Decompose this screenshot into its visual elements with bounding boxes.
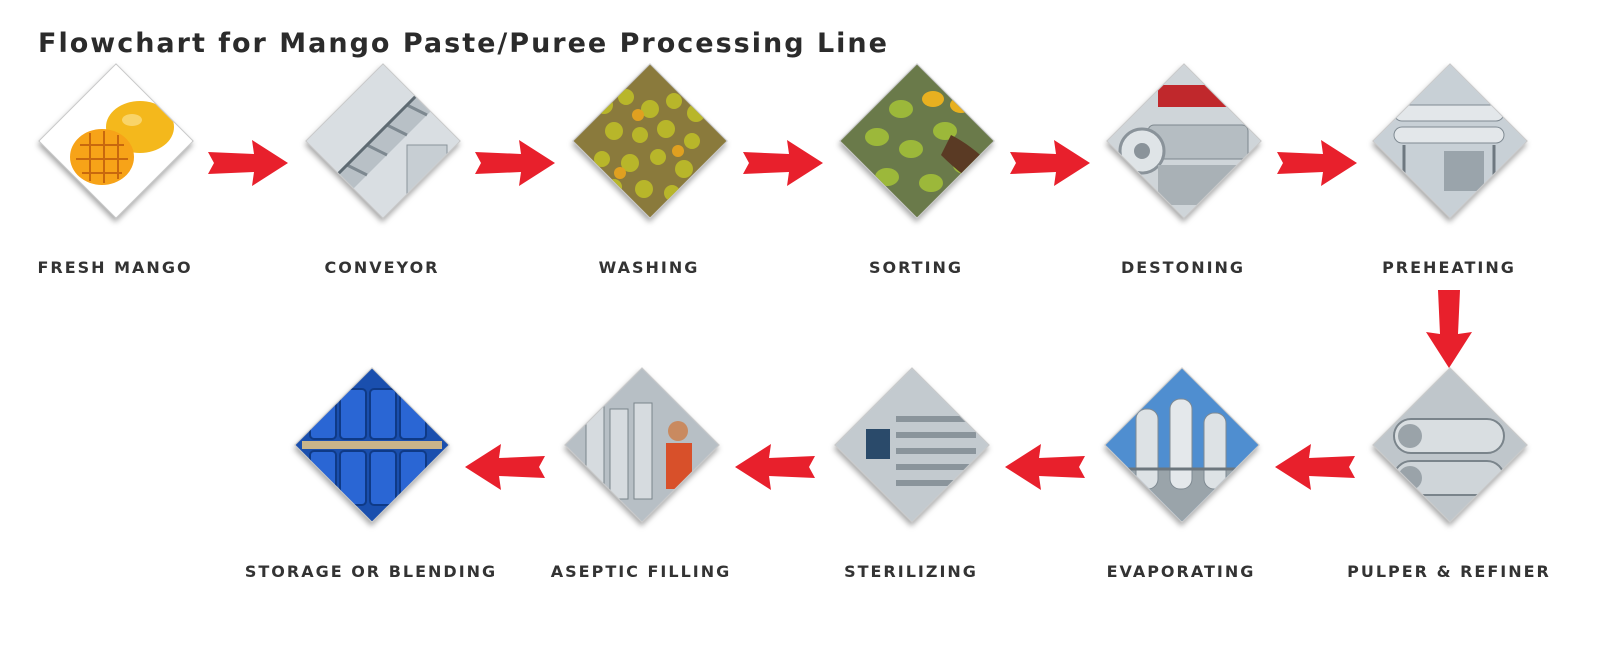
arrow-right-icon xyxy=(208,140,288,186)
sterilizing-photo xyxy=(834,367,990,523)
arrow-left-icon xyxy=(1005,444,1085,490)
page-title: Flowchart for Mango Paste/Puree Processi… xyxy=(38,28,889,59)
storage-drums-photo xyxy=(294,367,450,523)
step-label: STORAGE OR BLENDING xyxy=(244,562,498,581)
arrow-left-icon xyxy=(735,444,815,490)
evaporating-photo xyxy=(1104,367,1260,523)
step-conveyor: CONVEYOR xyxy=(267,63,497,306)
step-label: CONVEYOR xyxy=(324,258,440,277)
step-label: STERILIZING xyxy=(844,562,978,581)
arrow-right-icon xyxy=(1277,140,1357,186)
pulper-refiner-photo xyxy=(1372,367,1528,523)
arrow-down-icon xyxy=(1426,290,1472,368)
step-sterilizing: STERILIZING xyxy=(796,367,1026,610)
step-label: FRESH MANGO xyxy=(37,258,193,277)
step-label: PREHEATING xyxy=(1382,258,1516,277)
step-destoning: DESTONING xyxy=(1068,63,1298,306)
washing-photo xyxy=(572,63,728,219)
step-preheating: PREHEATING xyxy=(1334,63,1564,306)
preheating-photo xyxy=(1372,63,1528,219)
arrow-left-icon xyxy=(1275,444,1355,490)
step-label: ASEPTIC FILLING xyxy=(550,562,732,581)
step-aseptic-filling: ASEPTIC FILLING xyxy=(526,367,756,610)
aseptic-filling-photo xyxy=(564,367,720,523)
step-sorting: SORTING xyxy=(801,63,1031,306)
step-label: PULPER & REFINER xyxy=(1347,562,1551,581)
destoning-photo xyxy=(1106,63,1262,219)
step-label: WASHING xyxy=(598,258,700,277)
sorting-photo xyxy=(839,63,995,219)
arrow-left-icon xyxy=(465,444,545,490)
arrow-right-icon xyxy=(1010,140,1090,186)
arrow-right-icon xyxy=(743,140,823,186)
step-label: SORTING xyxy=(868,258,964,277)
step-washing: WASHING xyxy=(534,63,764,306)
fresh-mango-photo xyxy=(38,63,194,219)
conveyor-photo xyxy=(305,63,461,219)
step-label: DESTONING xyxy=(1120,258,1246,277)
arrow-right-icon xyxy=(475,140,555,186)
step-pulper-refiner: PULPER & REFINER xyxy=(1334,367,1564,610)
step-evaporating: EVAPORATING xyxy=(1066,367,1296,610)
step-label: EVAPORATING xyxy=(1106,562,1256,581)
step-fresh-mango: FRESH MANGO xyxy=(0,63,230,306)
step-storage-blending: STORAGE OR BLENDING xyxy=(245,367,495,610)
